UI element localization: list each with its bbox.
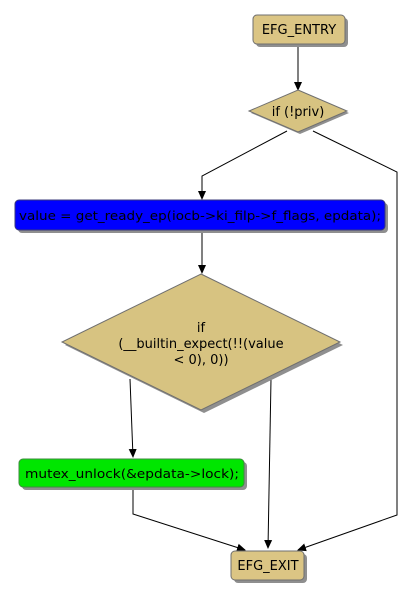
node-decision-priv-label: if (!priv)	[272, 105, 325, 120]
node-statement-value-box	[14, 199, 386, 231]
node-statement-value: value = get_ready_ep(iocb->ki_filp->f_fl…	[14, 199, 388, 233]
node-decision-expect-line-1: if	[197, 321, 206, 336]
node-decision-expect-diamond	[60, 273, 342, 411]
edge-priv-to-value	[198, 130, 288, 200]
node-decision-expect: if (__builtin_expect(!!(value < 0), 0))	[60, 273, 343, 413]
node-decision-expect-line-3: < 0), 0))	[173, 353, 228, 368]
node-entry-box	[252, 14, 346, 45]
node-statement-value-label: value = get_ready_ep(iocb->ki_filp->f_fl…	[19, 208, 381, 223]
node-statement-unlock-box	[18, 458, 245, 488]
node-exit-box	[230, 550, 305, 581]
node-entry: EFG_ENTRY	[252, 14, 348, 47]
node-decision-priv: if (!priv)	[247, 89, 349, 134]
node-decision-priv-diamond	[247, 89, 349, 133]
edge-unlock-to-exit	[132, 488, 246, 552]
node-entry-label: EFG_ENTRY	[262, 23, 336, 38]
edges	[128, 45, 398, 552]
node-statement-unlock: mutex_unlock(&epdata->lock);	[18, 458, 247, 490]
edge-expect-to-exit	[264, 378, 273, 549]
edge-expect-to-unlock	[128, 378, 137, 458]
node-exit: EFG_EXIT	[230, 550, 307, 583]
node-exit-label: EFG_EXIT	[237, 559, 298, 574]
edge-priv-to-exit	[297, 130, 398, 552]
node-statement-unlock-label: mutex_unlock(&epdata->lock);	[25, 466, 239, 481]
node-decision-expect-line-2: (__builtin_expect(!!(value	[118, 337, 283, 352]
